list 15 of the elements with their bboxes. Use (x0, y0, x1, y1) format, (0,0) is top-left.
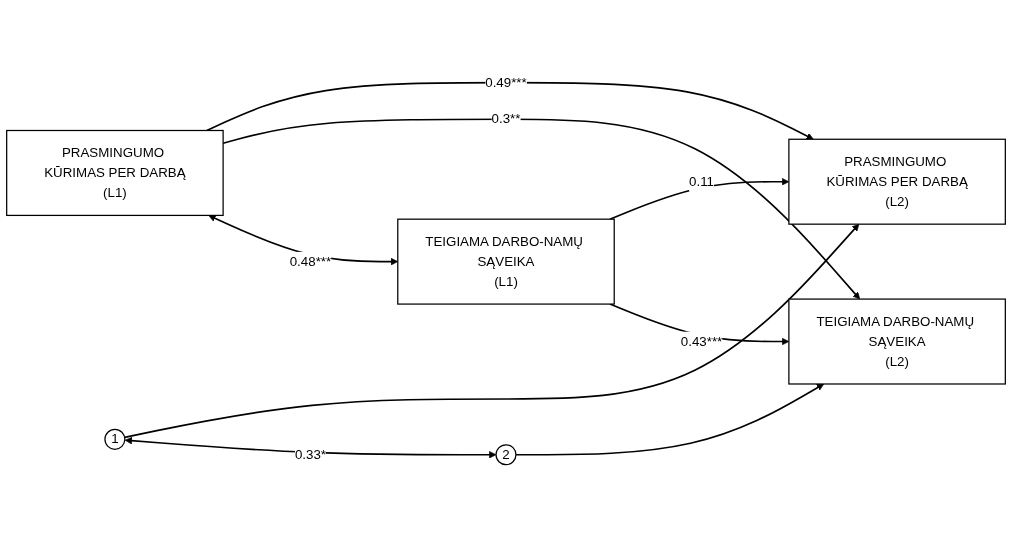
arrow (206, 81, 814, 140)
edge-label: 0.43*** (680, 333, 723, 349)
node-circle: 2 (495, 443, 517, 466)
edge-label: 0.33* (294, 447, 326, 462)
edge-label: 0.49*** (485, 74, 527, 90)
arrow (124, 436, 497, 459)
node-box: TEIGIAMA DARBO-NAMŲ SĄVEIKA (L1) (397, 218, 615, 305)
arrow (515, 383, 825, 456)
node-circle: 1 (104, 428, 126, 450)
edge-label: 0.48*** (289, 253, 332, 269)
node-box: TEIGIAMA DARBO-NAMŲ SĄVEIKA (L2) (788, 298, 1006, 385)
edge-label: 0.3** (491, 111, 521, 126)
node-box: PRASMINGUMO KŪRIMAS PER DARBĄ (L2) (788, 138, 1006, 225)
edge-label: 0.11 (689, 174, 715, 189)
node-box: PRASMINGUMO KŪRIMAS PER DARBĄ (L1) (6, 129, 224, 216)
